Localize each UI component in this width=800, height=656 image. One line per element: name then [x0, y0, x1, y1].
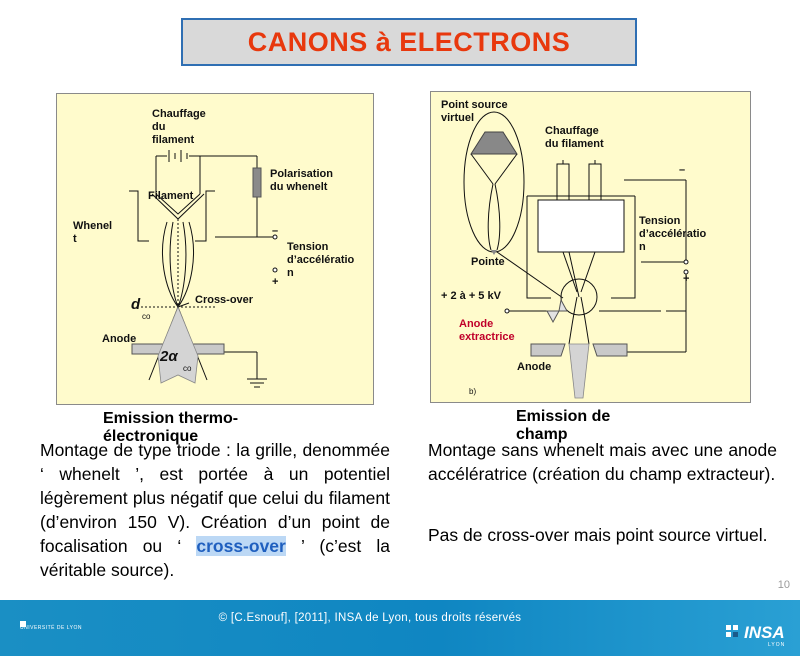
label-polarisation-whenelt: Polarisation du whenelt — [270, 168, 333, 193]
label-filament: Filament — [148, 190, 194, 202]
thermionic-gun-drawing — [129, 150, 278, 388]
universite-lyon-text: UNIVERSITÉ DE LYON — [20, 625, 82, 631]
footer-bar: UNIVERSITÉ DE LYON © [C.Esnouf], [2011],… — [0, 600, 800, 656]
label-chauffage-filament: Chauffage du filament — [152, 108, 206, 146]
right-description-2: Pas de cross-over mais point source virt… — [428, 525, 768, 545]
universite-lyon-emblem-icon — [20, 621, 26, 627]
label-cross-over: Cross-over — [195, 294, 254, 306]
label-tension-acceleration: Tension d’accélératio n — [287, 241, 355, 279]
label-anode-extractrice: Anode extractrice — [459, 318, 515, 343]
page-number: 10 — [777, 579, 790, 591]
slide-title: CANONS à ELECTRONS — [247, 26, 571, 57]
label-plus: + — [272, 276, 279, 288]
label-plus-right: + — [683, 273, 690, 285]
insa-emblem-icon — [726, 625, 738, 637]
left-description-part1: Montage de type triode : la grille, deno… — [40, 440, 390, 556]
label-pointe: Pointe — [471, 256, 505, 268]
field-emission-gun-diagram: Point source virtuel Chauffage du filame… — [430, 91, 751, 403]
copyright-notice: © [C.Esnouf], [2011], INSA de Lyon, tous… — [218, 612, 522, 624]
label-alpha: 2α — [160, 348, 178, 365]
label-tension-acceleration-right: Tension d’accélératio n — [639, 215, 707, 253]
label-kv: + 2 à + 5 kV — [441, 290, 501, 302]
field-emission-drawing — [463, 111, 689, 399]
right-description-1: Montage sans whenelt mais avec une anode… — [428, 440, 777, 484]
insa-logo: INSA LYON — [724, 620, 790, 652]
label-panel-b: b) — [469, 387, 477, 396]
label-dco: d — [131, 296, 141, 313]
caption-field-emission: Emission de champ — [516, 408, 611, 443]
left-description: Montage de type triode : la grille, deno… — [40, 438, 390, 582]
label-point-source-virtuel: Point source virtuel — [441, 99, 508, 124]
label-chauffage-filament-right: Chauffage du filament — [545, 125, 604, 150]
label-whenelt: Whenel t — [73, 220, 113, 245]
label-alpha-subscript: co — [183, 364, 192, 373]
cross-over-highlight: cross-over — [196, 536, 286, 556]
universite-lyon-logo: UNIVERSITÉ DE LYON — [20, 616, 81, 640]
thermionic-gun-diagram: Chauffage du filament Polarisation du wh… — [56, 93, 374, 405]
insa-sub-text: LYON — [768, 642, 786, 648]
slide-title-box: CANONS à ELECTRONS — [181, 18, 637, 66]
label-minus: – — [272, 225, 279, 237]
label-anode: Anode — [102, 333, 137, 345]
insa-text: INSA — [744, 623, 785, 642]
label-minus-right: – — [679, 164, 686, 176]
label-anode-right: Anode — [517, 361, 552, 373]
caption-thermionic: Emission thermo- électronique — [103, 410, 239, 445]
label-dco-subscript: co — [142, 312, 151, 321]
left-description-part2: ’ (c’est la véritable source). — [40, 536, 390, 580]
